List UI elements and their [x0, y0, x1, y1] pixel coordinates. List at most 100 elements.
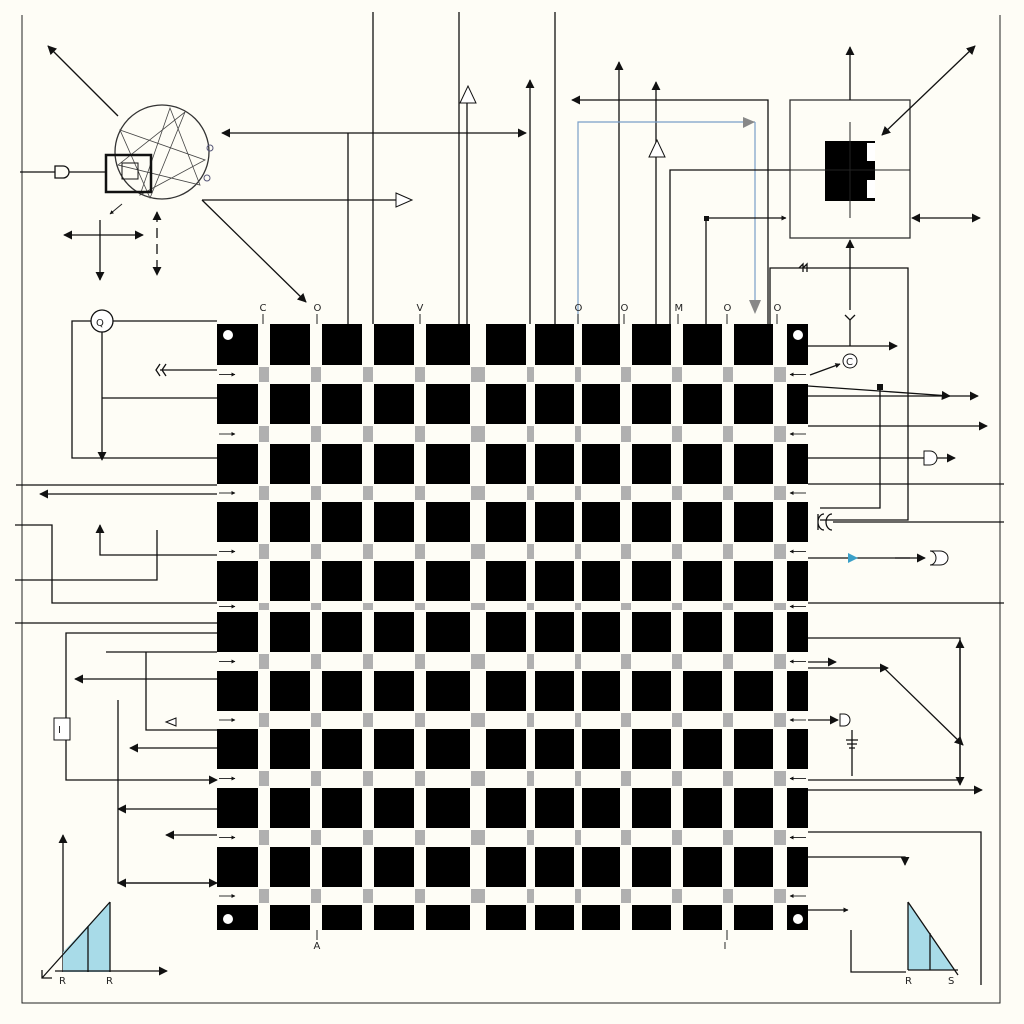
corner-mount-hole [793, 330, 803, 340]
junction-pad [774, 486, 786, 500]
junction-pad [621, 654, 631, 669]
right-node-label: C [846, 357, 853, 368]
junction-pad [311, 713, 321, 727]
junction-pad [575, 486, 581, 500]
junction-pad [259, 367, 269, 382]
component-label: I [58, 725, 61, 736]
junction-pad [621, 713, 631, 727]
junction-pad [363, 889, 373, 903]
junction-pad [527, 654, 534, 669]
junction-pad [621, 367, 631, 382]
junction-pad [575, 544, 581, 559]
junction-pad [415, 486, 425, 500]
junction-pad [527, 486, 534, 500]
row-gap [217, 769, 808, 788]
top-pin-label: V [417, 303, 424, 314]
top-pin-label: C [260, 303, 267, 314]
junction-pad [471, 544, 485, 559]
junction-pad [311, 603, 321, 610]
top-pin-label: O [575, 303, 583, 314]
top-pin-label: O [774, 303, 782, 314]
junction-pad [527, 603, 534, 610]
corner-mount-hole [223, 914, 233, 924]
junction-pad [672, 486, 682, 500]
row-gap [217, 484, 808, 502]
junction-pad [575, 830, 581, 845]
junction-pad [672, 603, 682, 610]
junction-pad [527, 426, 534, 442]
junction-pad [774, 367, 786, 382]
junction-pad [311, 544, 321, 559]
junction-pad [621, 486, 631, 500]
junction-pad [672, 771, 682, 786]
junction-pad [363, 830, 373, 845]
column-gap [526, 324, 535, 930]
junction-pad [471, 771, 485, 786]
junction-pad [415, 830, 425, 845]
junction-pad [363, 654, 373, 669]
junction-pad [311, 830, 321, 845]
top-pin-label: O [314, 303, 322, 314]
junction-pad [575, 771, 581, 786]
junction-pad [415, 544, 425, 559]
junction-pad [723, 603, 733, 610]
row-gap [217, 365, 808, 384]
junction-pad [527, 830, 534, 845]
junction-pad [672, 426, 682, 442]
row-gap [217, 601, 808, 612]
junction-pad [774, 544, 786, 559]
junction-pad [259, 830, 269, 845]
junction-pad [774, 603, 786, 610]
row-gap [217, 711, 808, 729]
junction-pad [575, 713, 581, 727]
junction-pad [723, 771, 733, 786]
junction-pad [672, 830, 682, 845]
junction-pad [363, 713, 373, 727]
junction-pad [363, 544, 373, 559]
bottom-right-ramp: R S [905, 901, 959, 987]
junction-pad [723, 889, 733, 903]
junction-pad [471, 713, 485, 727]
ramp-label: R [106, 976, 113, 987]
junction-pad [311, 654, 321, 669]
junction-pad [259, 889, 269, 903]
junction-pad [311, 771, 321, 786]
row-gap [217, 542, 808, 561]
junction-pad [575, 367, 581, 382]
junction-pad [774, 771, 786, 786]
junction-pad [471, 654, 485, 669]
top-pin-label: M [675, 303, 684, 314]
junction-pad [575, 426, 581, 442]
row-gap [217, 424, 808, 444]
top-wires [201, 12, 909, 521]
junction-pad [259, 603, 269, 610]
junction-pad [259, 544, 269, 559]
junction-pad [621, 544, 631, 559]
junction-pad [527, 544, 534, 559]
column-gap [574, 324, 582, 930]
bottom-left-ramp: R R [41, 901, 168, 987]
junction-pad [311, 367, 321, 382]
junction-pad [415, 654, 425, 669]
bottom-pin-label: A [314, 941, 321, 952]
junction-pad [621, 830, 631, 845]
junction-pad [527, 889, 534, 903]
junction-pad [774, 830, 786, 845]
junction-pad [363, 486, 373, 500]
junction-pad [415, 603, 425, 610]
corner-mount-hole [223, 330, 233, 340]
junction-pad [672, 713, 682, 727]
corner-mount-hole [793, 914, 803, 924]
junction-pad [621, 603, 631, 610]
outer-frame [21, 15, 1001, 1004]
junction-pad [672, 889, 682, 903]
junction-pad [363, 367, 373, 382]
junction-pad [363, 771, 373, 786]
junction-pad [774, 654, 786, 669]
row-gap [217, 652, 808, 671]
ramp-label: R [905, 976, 912, 987]
junction-pad [471, 830, 485, 845]
row-gap [217, 887, 808, 905]
junction-pad [415, 713, 425, 727]
junction-pad [621, 889, 631, 903]
